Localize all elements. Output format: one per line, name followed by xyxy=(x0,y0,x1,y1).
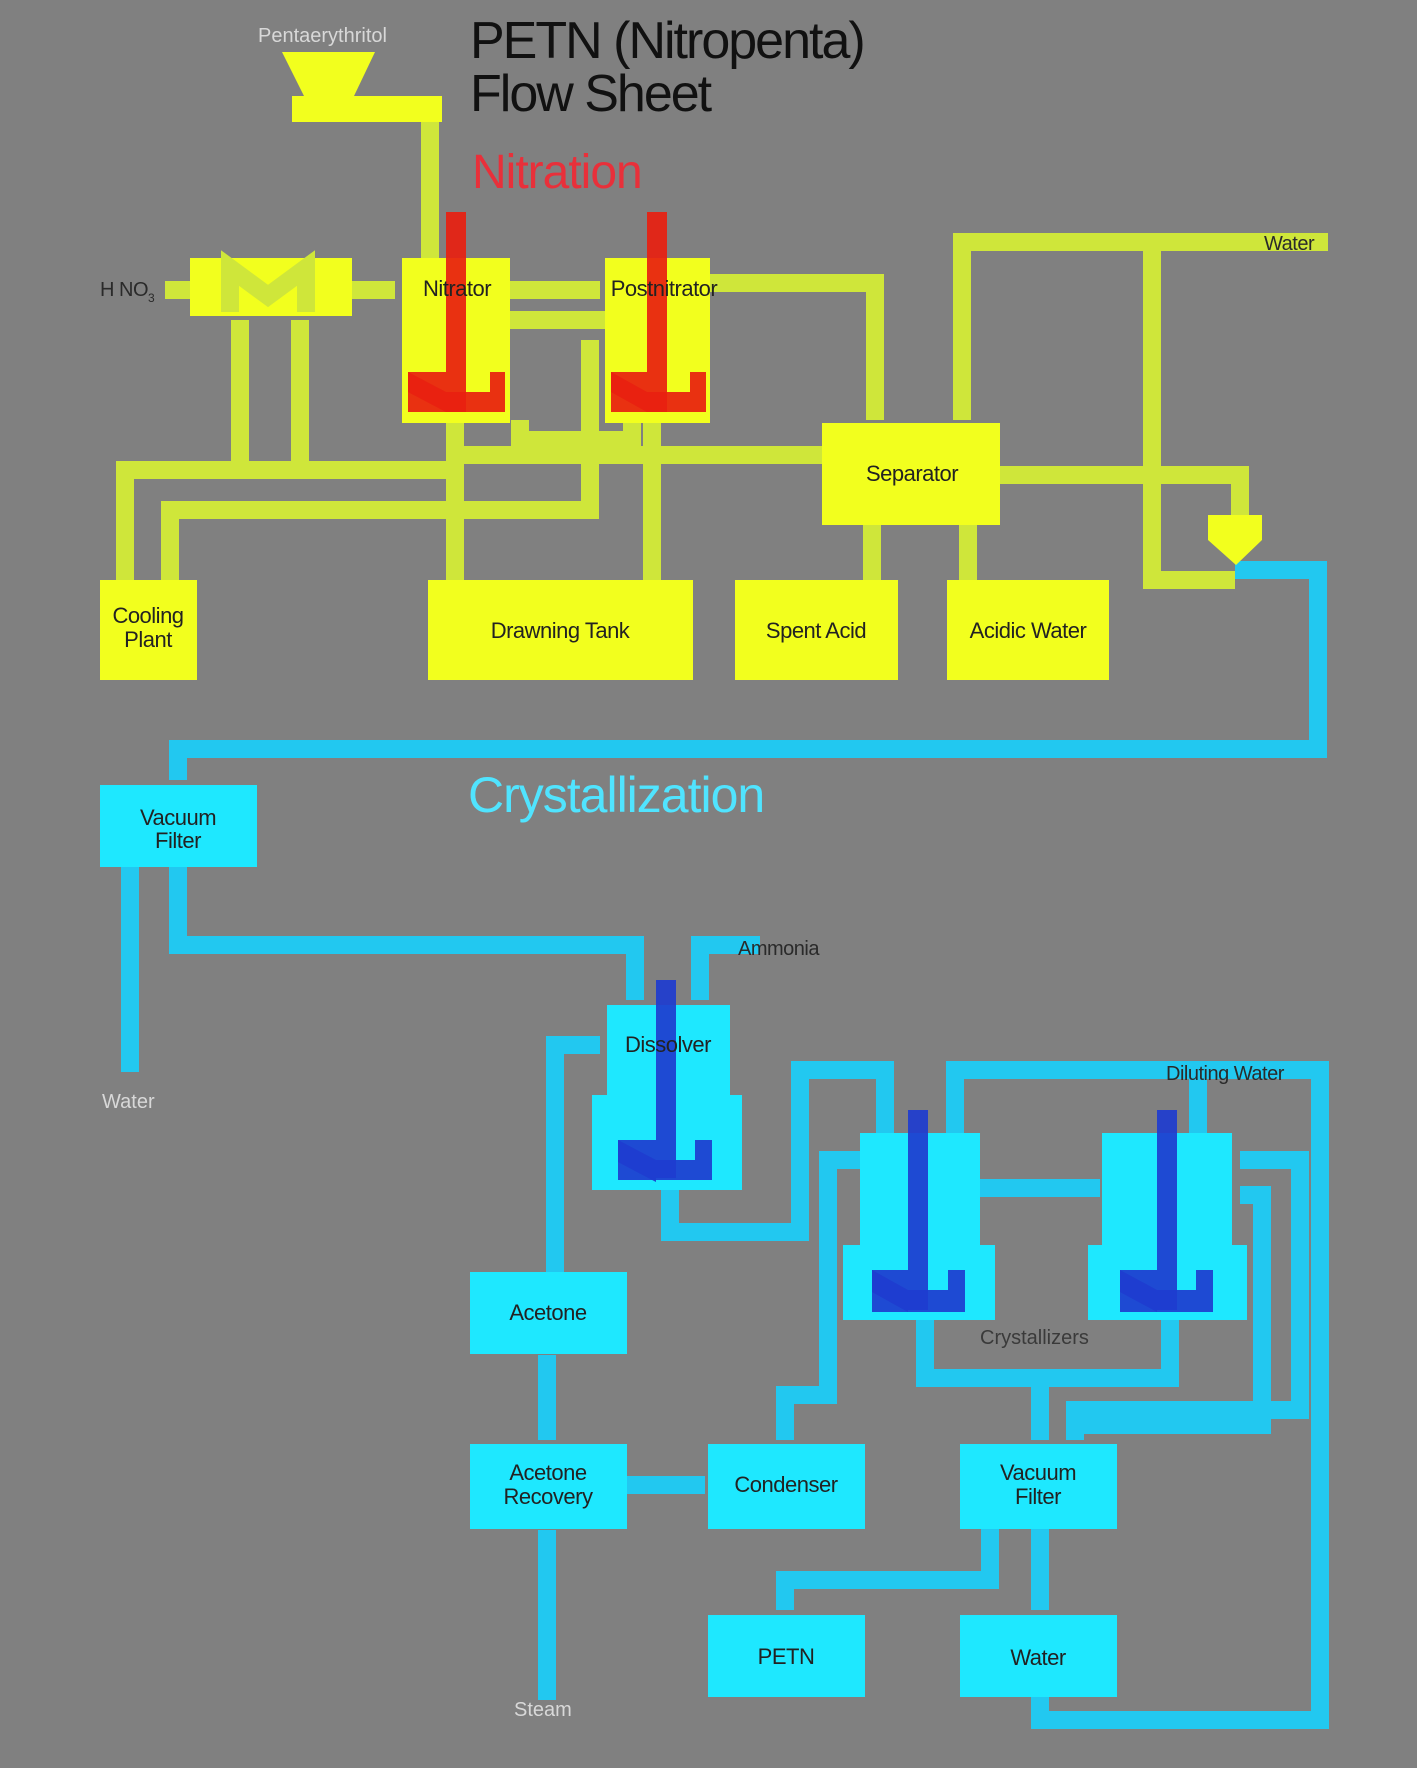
nitration-stirrers xyxy=(408,212,706,412)
pipe-cooling-plant-supply xyxy=(161,340,599,580)
acetone-recovery-label-line-2: Recovery xyxy=(504,1484,593,1509)
pentaerythritol-hopper xyxy=(282,52,375,96)
crystallization-stirrers xyxy=(618,980,1213,1312)
pipe-postnitrator-to-separator xyxy=(710,274,884,420)
acetone-recovery-unit xyxy=(470,1444,627,1529)
water-top-label: Water xyxy=(1264,233,1315,255)
cooling-plant-label-line-2: Plant xyxy=(124,627,172,652)
hno3-label-main: H NO xyxy=(100,279,148,301)
diluting-water-label: Diluting Water xyxy=(1166,1063,1285,1085)
postnitrator-stirrer-icon xyxy=(611,212,706,412)
vacuum-filter-2-unit xyxy=(960,1444,1117,1529)
condenser-label: Condenser xyxy=(734,1472,837,1497)
separator-unit xyxy=(822,423,1000,525)
hno3-label: H NO3 xyxy=(100,279,155,305)
pipe-crystallizer-recycle-2 xyxy=(1075,1186,1271,1434)
spent-acid-label: Spent Acid xyxy=(766,618,866,643)
vacuum-filter-2-label-line-1: Vacuum xyxy=(1000,1460,1076,1485)
separator-funnel xyxy=(1208,515,1262,565)
nitrator-stirrer-icon xyxy=(408,212,505,412)
title-line-2: Flow Sheet xyxy=(470,65,713,123)
nitration-units xyxy=(100,52,1262,680)
drawning-tank-label: Drawning Tank xyxy=(491,618,631,643)
pipe-vacuum-filter-to-petn xyxy=(776,1528,999,1610)
dissolver-stirrer-icon xyxy=(618,980,712,1182)
vacuum-filter-2-label-line-2: Filter xyxy=(1015,1484,1061,1509)
crystallizer-2-stirrer-icon xyxy=(1120,1110,1213,1312)
pipe-dissolver-to-crystallizer xyxy=(661,1061,894,1241)
petn-product-unit xyxy=(708,1615,865,1697)
pentaerythritol-label: Pentaerythritol xyxy=(258,25,387,47)
pipe-water-to-separator xyxy=(953,233,1328,420)
pipe-diluting-water-loop xyxy=(946,1061,1329,1729)
vacuum-filter-1-unit xyxy=(100,785,257,867)
acetone-recovery-label-line-1: Acetone xyxy=(509,1460,586,1485)
pipe-ammonia-to-dissolver xyxy=(691,936,760,1000)
title-line-1: PETN (Nitropenta) xyxy=(470,12,864,70)
crystallization-pipes xyxy=(121,561,1329,1729)
acetone-unit xyxy=(470,1272,627,1354)
spent-acid-unit xyxy=(735,580,898,680)
crystallization-heading: Crystallization xyxy=(468,767,764,823)
acidic-water-label: Acidic Water xyxy=(970,618,1087,643)
pipe-crystallizer-to-condenser xyxy=(776,1151,860,1440)
cooling-plant-unit xyxy=(100,580,197,680)
nitrator-label: Nitrator xyxy=(423,276,491,301)
vacuum-filter-1-label-line-1: Vacuum xyxy=(140,805,216,830)
pentaerythritol-feeder xyxy=(292,96,442,122)
postnitrator-label: Postnitrator xyxy=(611,276,718,301)
nitration-pipes xyxy=(116,115,1328,589)
pipe-separator-to-funnel xyxy=(1000,466,1249,515)
nitration-heading: Nitration xyxy=(472,146,642,199)
cooling-plant-label-line-1: Cooling xyxy=(112,603,183,628)
pipe-cooling-plant-return xyxy=(116,461,240,580)
vacuum-filter-1-label-line-2: Filter xyxy=(155,828,201,853)
pipe-nitrator-bottom-link xyxy=(511,420,641,449)
acetone-label: Acetone xyxy=(509,1300,586,1325)
condenser-unit xyxy=(708,1444,865,1529)
separator-label: Separator xyxy=(866,461,958,486)
pipe-vacuum-filter-to-dissolver xyxy=(169,866,644,1000)
water-product-unit xyxy=(960,1615,1117,1697)
dissolver-label: Dissolver xyxy=(625,1032,711,1057)
crystallizer-1-stirrer-icon xyxy=(872,1110,965,1312)
petn-label: PETN xyxy=(758,1644,815,1669)
cooler-coil-icon xyxy=(221,250,315,312)
hno3-label-subscript: 3 xyxy=(148,291,155,305)
water-product-label: Water xyxy=(1010,1645,1066,1670)
drawning-tank-unit xyxy=(428,580,693,680)
pipe-water-to-funnel xyxy=(1143,242,1235,589)
acidic-water-unit xyxy=(947,580,1109,680)
pipe-acetone-to-dissolver xyxy=(546,1036,600,1275)
steam-label: Steam xyxy=(514,1699,572,1721)
water-out-label: Water xyxy=(102,1091,155,1113)
ammonia-label: Ammonia xyxy=(738,938,820,960)
crystallizers-label: Crystallizers xyxy=(980,1327,1089,1349)
pipe-funnel-to-vacuum-filter xyxy=(169,561,1327,780)
